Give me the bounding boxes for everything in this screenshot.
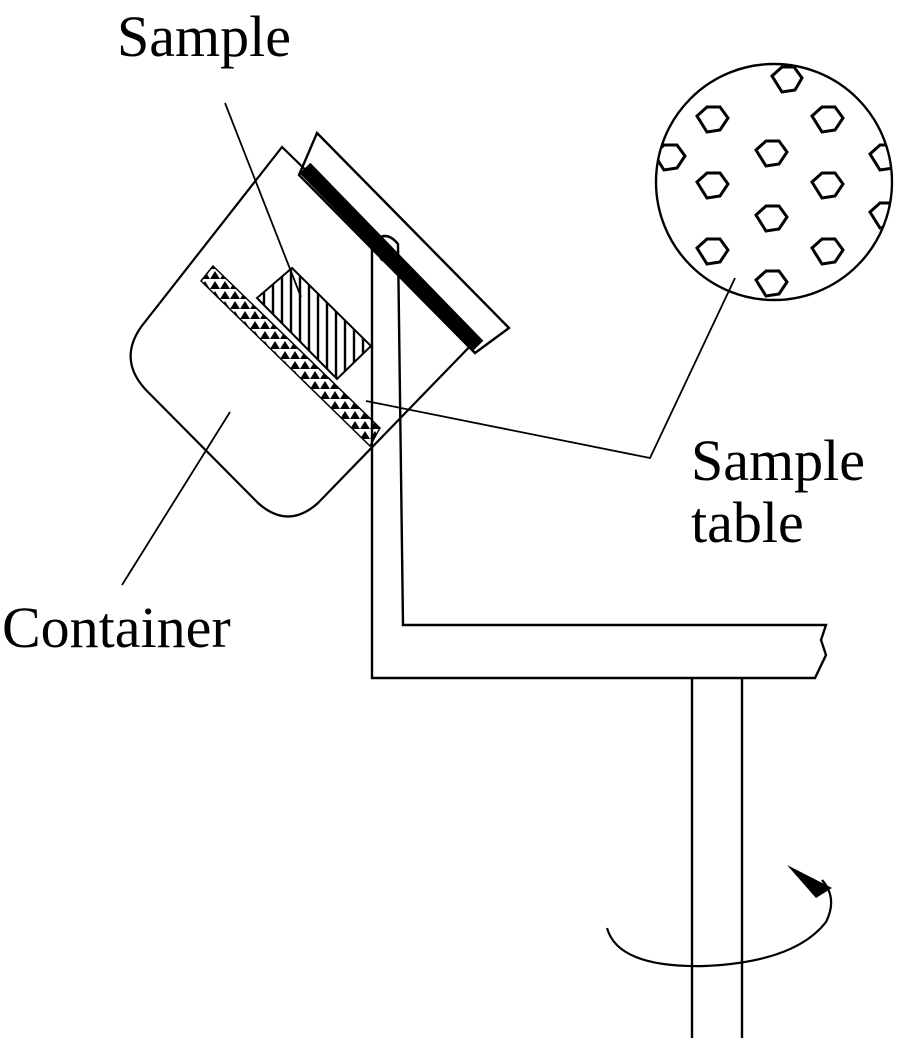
lid [297,130,511,355]
container [129,145,480,518]
sample-table-label-line1: Sample [691,428,865,493]
sample-table-magnified [654,62,894,302]
leader-lines [121,102,736,586]
support-arm [370,234,828,680]
sample-table-strip [199,264,381,448]
container-label: Container [2,595,231,660]
sample-block [255,266,373,381]
sample-table-label-line2: table [691,490,804,555]
rotation-arrow-icon [605,865,833,968]
sample-label: Sample [117,4,291,69]
shaft [690,678,744,1038]
